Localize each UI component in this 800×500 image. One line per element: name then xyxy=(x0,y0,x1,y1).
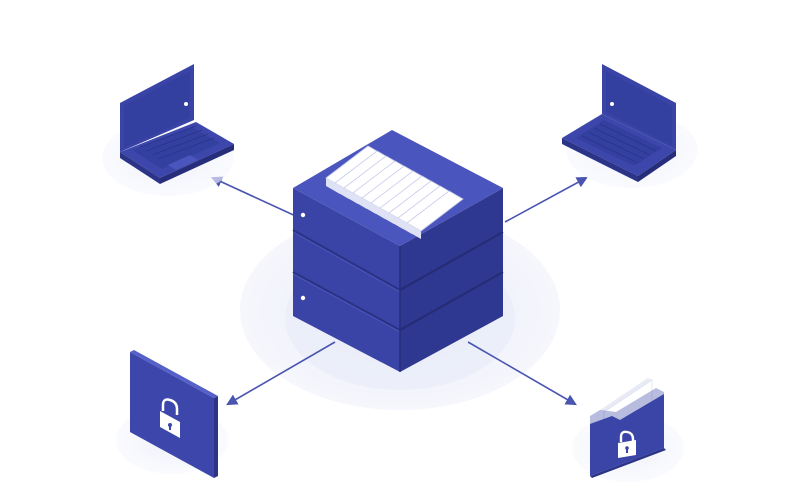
locked-folder-icon xyxy=(572,378,684,482)
locked-document-icon xyxy=(116,350,228,478)
arrow-to-top-right xyxy=(504,176,588,223)
arrow-to-bottom-right xyxy=(467,341,577,406)
stacked-files-icon xyxy=(325,145,464,239)
connection-arrows xyxy=(210,176,588,406)
lock-icon xyxy=(160,398,180,438)
arrow-to-bottom-left xyxy=(226,341,336,406)
laptop-icon xyxy=(562,64,698,188)
lock-icon xyxy=(618,430,636,458)
laptop-icon xyxy=(102,64,234,196)
arrow-to-top-left xyxy=(210,176,301,219)
